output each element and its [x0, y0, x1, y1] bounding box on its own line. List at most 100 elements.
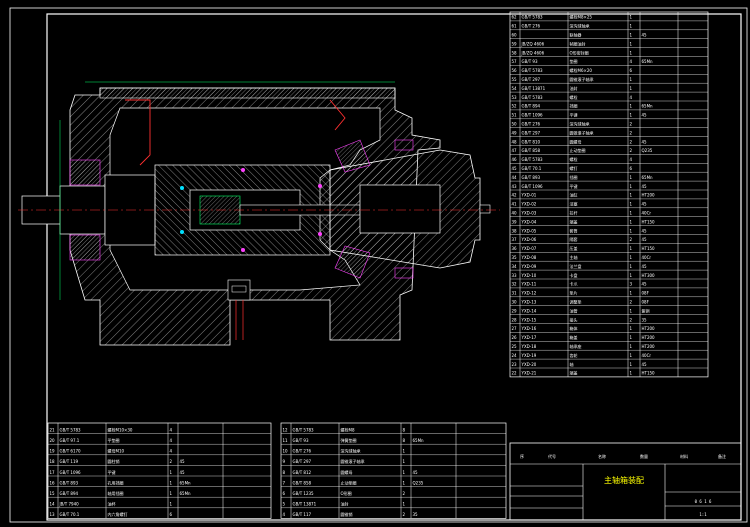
bom-cell: 平键	[570, 112, 578, 118]
bom-cell: 3	[630, 282, 633, 287]
bom-cell: 21	[50, 427, 56, 432]
bom-cell: 1	[630, 255, 633, 260]
bom-cell: GB/T 13871	[293, 502, 317, 507]
bom-cell: GB/T 117	[293, 512, 312, 517]
bom-cell: 9	[283, 459, 286, 464]
title-header-label: 备注	[718, 453, 726, 459]
title-header-label: 材料	[680, 453, 688, 459]
bom-cell: 52	[512, 104, 518, 109]
bom-cell: 39	[512, 219, 518, 224]
bom-cell: 26	[512, 335, 518, 340]
bom-cell: 49	[512, 130, 518, 135]
bom-cell: 1	[630, 211, 633, 216]
bom-cell: JB/T 7940	[59, 502, 80, 507]
bom-cell: 6	[170, 512, 173, 517]
bom-cell: 2	[630, 130, 633, 135]
bom-cell: 40	[512, 211, 518, 216]
bom-cell: 61	[512, 24, 518, 29]
bom-cell: 65Mn	[642, 59, 654, 64]
bom-cell: 螺栓M10×30	[108, 426, 133, 432]
drain-plug	[227, 279, 251, 301]
bom-cell: 1	[630, 24, 633, 29]
bom-cell: 2	[630, 122, 633, 127]
bom-cell: 法兰盘	[570, 263, 582, 269]
bom-cell: GB/T 858	[293, 480, 312, 485]
bom-cell: 45	[642, 237, 648, 242]
bom-cell: 深沟球轴承	[341, 448, 361, 454]
bom-cell: 轴	[570, 361, 574, 367]
bom-cell: 11	[283, 438, 289, 443]
bearing-left-bottom	[69, 234, 101, 261]
bom-cell: GB/T 297	[522, 130, 541, 135]
bom-cell: 1	[630, 202, 633, 207]
bom-cell: GB/T 276	[522, 24, 541, 29]
bom-cell: 弹簧垫圈	[341, 437, 357, 443]
bom-cell: GB/T 276	[522, 122, 541, 127]
drawing-title: 主轴箱装配	[604, 475, 644, 485]
bom-cell: 6	[283, 491, 286, 496]
bom-cell: HT150	[642, 371, 656, 376]
bom-cell: Q235	[413, 480, 424, 485]
bom-cell: 5	[283, 502, 286, 507]
bom-cell: 2	[630, 317, 633, 322]
bom-cell: 4	[630, 59, 633, 64]
bom-cell: GB/T 1096	[60, 470, 82, 475]
bom-cell: 35	[512, 255, 518, 260]
title-block-headers: 序代号名称数量材料备注	[520, 453, 726, 459]
bom-cell: 1	[630, 362, 633, 367]
bom-cell: YXD-10	[521, 273, 537, 278]
bom-cell: 螺钉	[570, 165, 578, 171]
bom-cell: 1	[630, 175, 633, 180]
bom-cell: 14	[50, 502, 56, 507]
bom-cell: GB/T 894	[522, 104, 541, 109]
bearing-left-top	[69, 159, 101, 186]
bom-cell: 螺母M10	[108, 448, 125, 454]
bom-cell: 1	[630, 77, 633, 82]
bom-cell: 57	[512, 59, 518, 64]
bom-cell: 2	[403, 512, 406, 517]
bom-cell: 套筒	[570, 227, 578, 233]
bom-cell: 12	[283, 427, 289, 432]
bom-cell: 调整垫	[570, 299, 582, 305]
bom-cell: 1	[630, 104, 633, 109]
bom-cell: GB/T 893	[522, 175, 541, 180]
bom-cell: GB/T 297	[522, 77, 541, 82]
bom-cell: 45	[413, 470, 419, 475]
bom-cell: 45	[642, 362, 648, 367]
bom-cell: 圆锥销	[341, 511, 353, 517]
bom-cell: 1	[403, 459, 406, 464]
bom-cell: YXD-19	[521, 353, 537, 358]
bom-cell: GB/T 97.1	[60, 438, 80, 443]
bom-cell: 35	[642, 317, 648, 322]
bom-cell: 55	[512, 77, 518, 82]
bom-cell: 20	[50, 438, 56, 443]
bom-cell: 65Mn	[642, 104, 654, 109]
bom-cell: GB/T 1096	[522, 113, 544, 118]
bom-cell: GB/T 5783	[293, 427, 315, 432]
bom-cell: 13	[50, 512, 56, 517]
bom-cell: 32	[512, 282, 518, 287]
bom-cell: GB/T 5783	[522, 157, 544, 162]
bom-cell: 58	[512, 50, 518, 55]
bom-cell: 油封	[570, 85, 578, 91]
bom-cell: 1	[630, 219, 633, 224]
bom-cell: GB/T 13871	[522, 86, 546, 91]
bom-cell: 齿轮	[570, 352, 578, 358]
bom-cell: 44	[512, 175, 518, 180]
bom-cell: 螺栓M8	[341, 426, 355, 432]
bom-cell: O形圈	[341, 490, 352, 496]
bom-cell: 35	[413, 512, 419, 517]
bom-cell: 30	[512, 300, 518, 305]
bom-cell: 1	[630, 41, 633, 46]
bom-cell: 1	[630, 50, 633, 55]
bom-cell: 25	[512, 344, 518, 349]
bom-cell: 40Cr	[642, 353, 652, 358]
bom-cell: HT150	[642, 246, 656, 251]
bom-cell: GB/T 6170	[60, 449, 82, 454]
bom-cell: 箱盖	[570, 334, 578, 340]
bom-cell: 主轴	[570, 254, 578, 260]
bom-cell: 15	[50, 491, 56, 496]
bom-cell: GB/T 93	[522, 59, 538, 64]
